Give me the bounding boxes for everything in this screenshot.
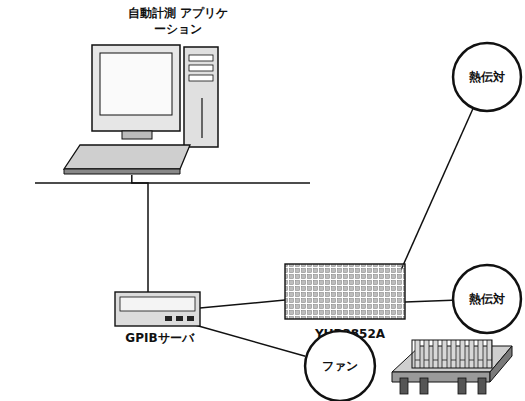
thermocouple-circle: 熱伝対 xyxy=(452,42,522,112)
device-label: GPIBサーバ xyxy=(110,330,209,346)
cable-line xyxy=(401,109,473,270)
device-illustration xyxy=(52,3,242,175)
circle-label: ファン xyxy=(304,358,376,374)
thermocouple-circle: 熱伝対 xyxy=(452,264,522,334)
network-bus xyxy=(35,182,310,184)
computer-node: 自動計測 アプリケーション xyxy=(52,3,242,175)
cable-line xyxy=(200,300,285,308)
gpib-server-node: GPIBサーバ xyxy=(110,288,209,348)
circle-label: 熱伝対 xyxy=(452,291,522,307)
cable-line xyxy=(195,325,305,356)
cable-line xyxy=(405,300,452,302)
device-label: 自動計測 アプリケーション xyxy=(122,5,234,37)
fan-device xyxy=(392,340,512,394)
circle-label: 熱伝対 xyxy=(452,69,522,85)
fan-circle: ファン xyxy=(304,330,376,401)
cable-line xyxy=(132,175,148,292)
